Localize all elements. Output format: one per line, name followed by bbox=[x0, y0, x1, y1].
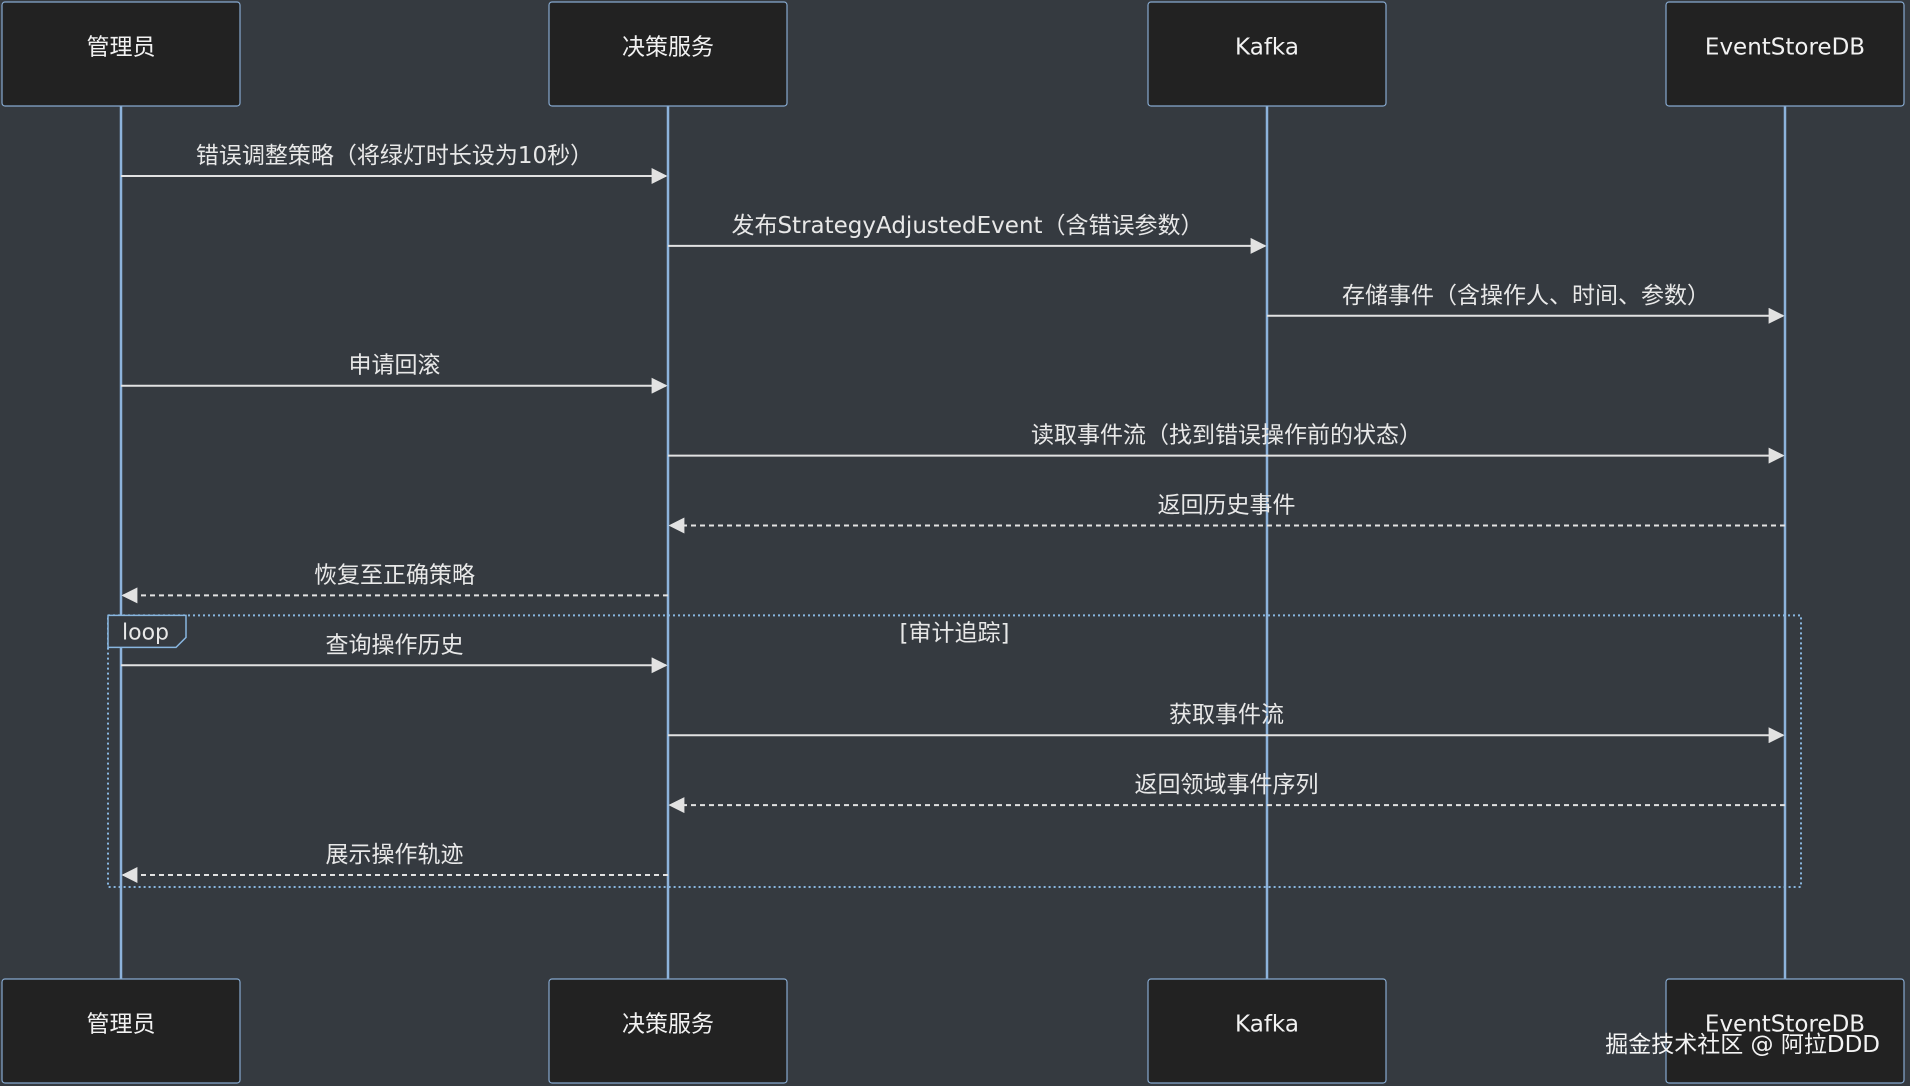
message-8: 查询操作历史 bbox=[121, 632, 668, 674]
watermark-text: 掘金技术社区 @ 阿拉DDD bbox=[1605, 1032, 1880, 1058]
actor-box bbox=[1, 1, 241, 107]
actor-label: 管理员 bbox=[87, 1012, 156, 1038]
actor-label: Kafka bbox=[1235, 35, 1299, 61]
message-11: 展示操作轨迹 bbox=[121, 842, 668, 883]
actor-decision-bottom: 决策服务 bbox=[548, 978, 788, 1084]
actor-box bbox=[1147, 978, 1387, 1084]
message-label: 展示操作轨迹 bbox=[326, 842, 464, 868]
actor-label: Kafka bbox=[1235, 1012, 1299, 1038]
message-4: 申请回滚 bbox=[121, 353, 668, 394]
actor-label: 决策服务 bbox=[622, 1012, 714, 1038]
actor-box bbox=[1, 978, 241, 1084]
message-label: 发布StrategyAdjustedEvent（含错误参数） bbox=[731, 213, 1203, 239]
actor-label: EventStoreDB bbox=[1705, 1012, 1865, 1038]
loop-tag bbox=[107, 614, 187, 649]
message-label: 读取事件流（找到错误操作前的状态） bbox=[1031, 423, 1422, 449]
actor-label: 管理员 bbox=[87, 35, 156, 61]
actor-label: EventStoreDB bbox=[1705, 35, 1865, 61]
message-3: 存储事件（含操作人、时间、参数） bbox=[1267, 283, 1785, 324]
actor-admin-bottom: 管理员 bbox=[1, 978, 241, 1084]
actor-box bbox=[548, 1, 788, 107]
actor-admin-top: 管理员 bbox=[1, 1, 241, 107]
loop-frame: loop [审计追踪] bbox=[107, 614, 1802, 889]
message-1: 错误调整策略（将绿灯时长设为10秒） bbox=[121, 143, 668, 184]
message-5: 读取事件流（找到错误操作前的状态） bbox=[668, 423, 1785, 464]
actor-label: 决策服务 bbox=[622, 35, 714, 61]
loop-condition: [审计追踪] bbox=[900, 620, 1010, 646]
actor-esdb-top: EventStoreDB bbox=[1665, 1, 1905, 107]
message-label: 存储事件（含操作人、时间、参数） bbox=[1342, 283, 1710, 309]
message-7: 恢复至正确策略 bbox=[121, 562, 668, 604]
message-10: 返回领域事件序列 bbox=[668, 772, 1785, 814]
actor-box bbox=[548, 978, 788, 1084]
message-label: 获取事件流 bbox=[1169, 702, 1284, 728]
message-label: 返回领域事件序列 bbox=[1135, 772, 1319, 798]
actor-kafka-top: Kafka bbox=[1147, 1, 1387, 107]
actor-box bbox=[1665, 978, 1905, 1084]
actor-kafka-bottom: Kafka bbox=[1147, 978, 1387, 1084]
message-6: 返回历史事件 bbox=[668, 493, 1785, 534]
actor-decision-top: 决策服务 bbox=[548, 1, 788, 107]
actor-box bbox=[1147, 1, 1387, 107]
actor-box bbox=[1665, 1, 1905, 107]
loop-border bbox=[107, 614, 1802, 889]
actor-esdb-bottom: EventStoreDB bbox=[1665, 978, 1905, 1084]
message-label: 恢复至正确策略 bbox=[314, 562, 475, 588]
loop-label: loop bbox=[122, 620, 169, 645]
message-9: 获取事件流 bbox=[668, 702, 1785, 744]
message-label: 查询操作历史 bbox=[326, 632, 464, 658]
message-label: 申请回滚 bbox=[349, 353, 441, 379]
message-label: 返回历史事件 bbox=[1158, 493, 1296, 519]
message-2: 发布StrategyAdjustedEvent（含错误参数） bbox=[668, 213, 1267, 254]
message-label: 错误调整策略（将绿灯时长设为10秒） bbox=[196, 143, 593, 169]
